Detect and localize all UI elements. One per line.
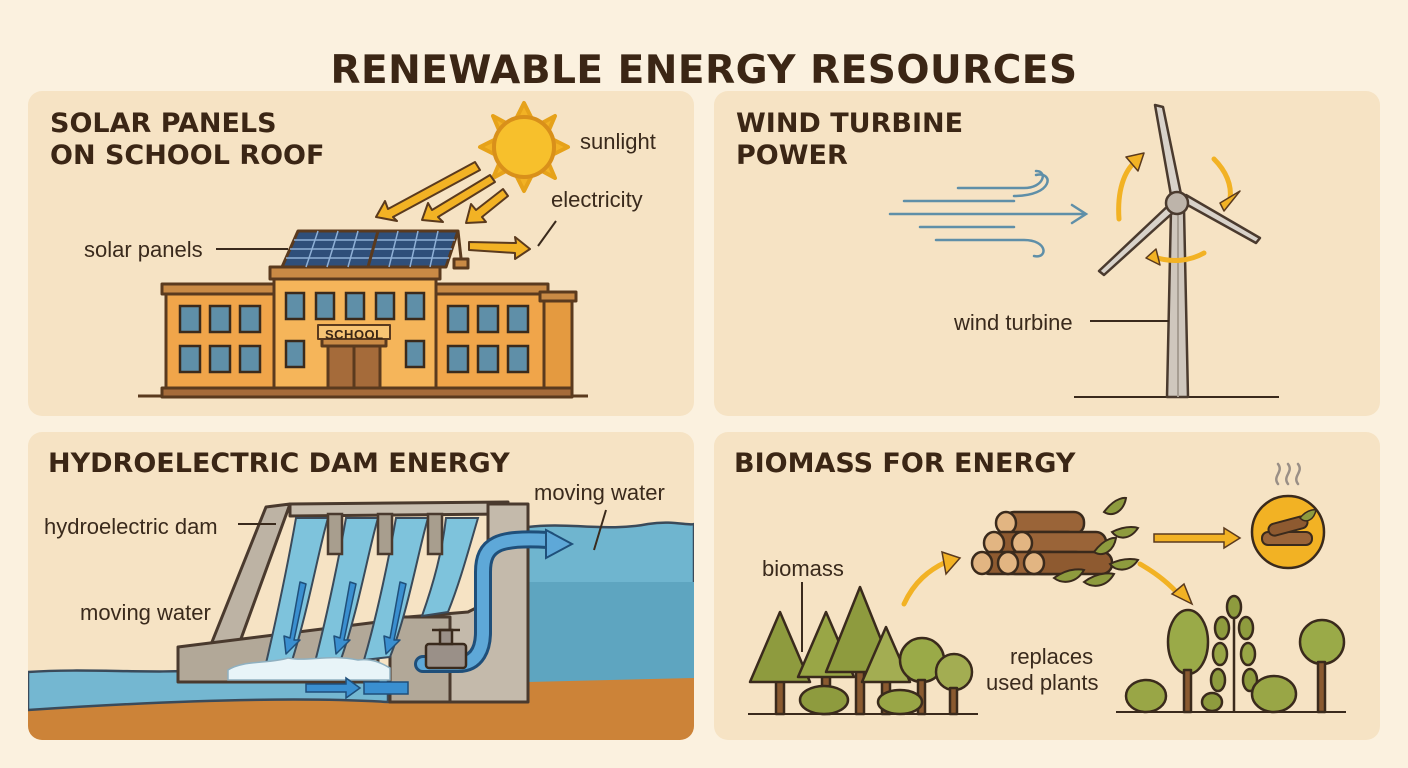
rooftop-solar-panels [280,229,470,270]
biomass-illustration [748,462,1346,716]
wind-panel-section: WIND TURBINE POWER wind turbine [714,91,1380,416]
moving-water-pointer [593,509,607,551]
hydro-title: HYDROELECTRIC DAM ENERGY [48,448,510,479]
hydroelectric-dam-illustration [28,500,694,740]
burn-arrow-icon [1153,526,1242,550]
regrowth-trees [1124,594,1346,714]
turbine-hub [1164,190,1190,216]
replaces-label-line1: replaces [1010,644,1094,669]
harvest-arrow [901,559,949,607]
sun-icon [478,101,570,193]
solar-panels-label: solar panels [84,237,203,262]
foam [227,656,391,681]
dam-piers [326,512,444,556]
turbine-valve-icon [424,628,468,670]
wind-lines-icon [888,169,1089,258]
biomass-panel-section: BIOMASS FOR ENERGY biomass replaces used… [714,432,1380,740]
log-pile-icon [970,510,1114,576]
page-title: RENEWABLE ENERGY RESOURCES [330,48,1078,94]
solar-title-line2: ON SCHOOL ROOF [50,140,325,171]
biomass-title: BIOMASS FOR ENERGY [734,448,1076,479]
wind-title-line1: WIND TURBINE [736,108,964,139]
regrow-arrow [1137,561,1183,599]
burning-logs-icon [1250,494,1326,570]
electricity-label: electricity [551,187,643,212]
hydroelectric-dam-label: hydroelectric dam [44,514,218,539]
wind-title-line2: POWER [736,140,848,171]
outlet-arrow-icon [305,676,362,700]
solar-panel-section: SOLAR PANELS ON SCHOOL ROOF sunlight ele… [28,91,694,416]
wind-turbine-illustration [888,103,1279,399]
solar-title-line1: SOLAR PANELS [50,108,277,139]
biomass-label: biomass [762,556,844,581]
moving-water-left-label: moving water [80,600,211,625]
sunlight-arrows [375,161,531,260]
solar-school-illustration [138,101,588,399]
school-windows [178,291,530,374]
hydro-panel-section: HYDROELECTRIC DAM ENERGY moving water hy… [28,432,694,740]
smoke-icon [1275,462,1301,486]
moving-water-top-label: moving water [534,480,665,505]
outflow-arrow-icon [545,528,575,560]
school-sign: SCHOOL [325,327,384,342]
replaces-label-line2: used plants [986,670,1099,695]
forest-trees [748,585,974,716]
electricity-pointer [537,220,557,247]
water-flow-arrows [283,581,407,655]
spillway-water [262,517,480,674]
leaf-branch-icon [1052,496,1140,587]
wind-turbine-label: wind turbine [954,310,1073,335]
sunlight-label: sunlight [580,129,656,154]
